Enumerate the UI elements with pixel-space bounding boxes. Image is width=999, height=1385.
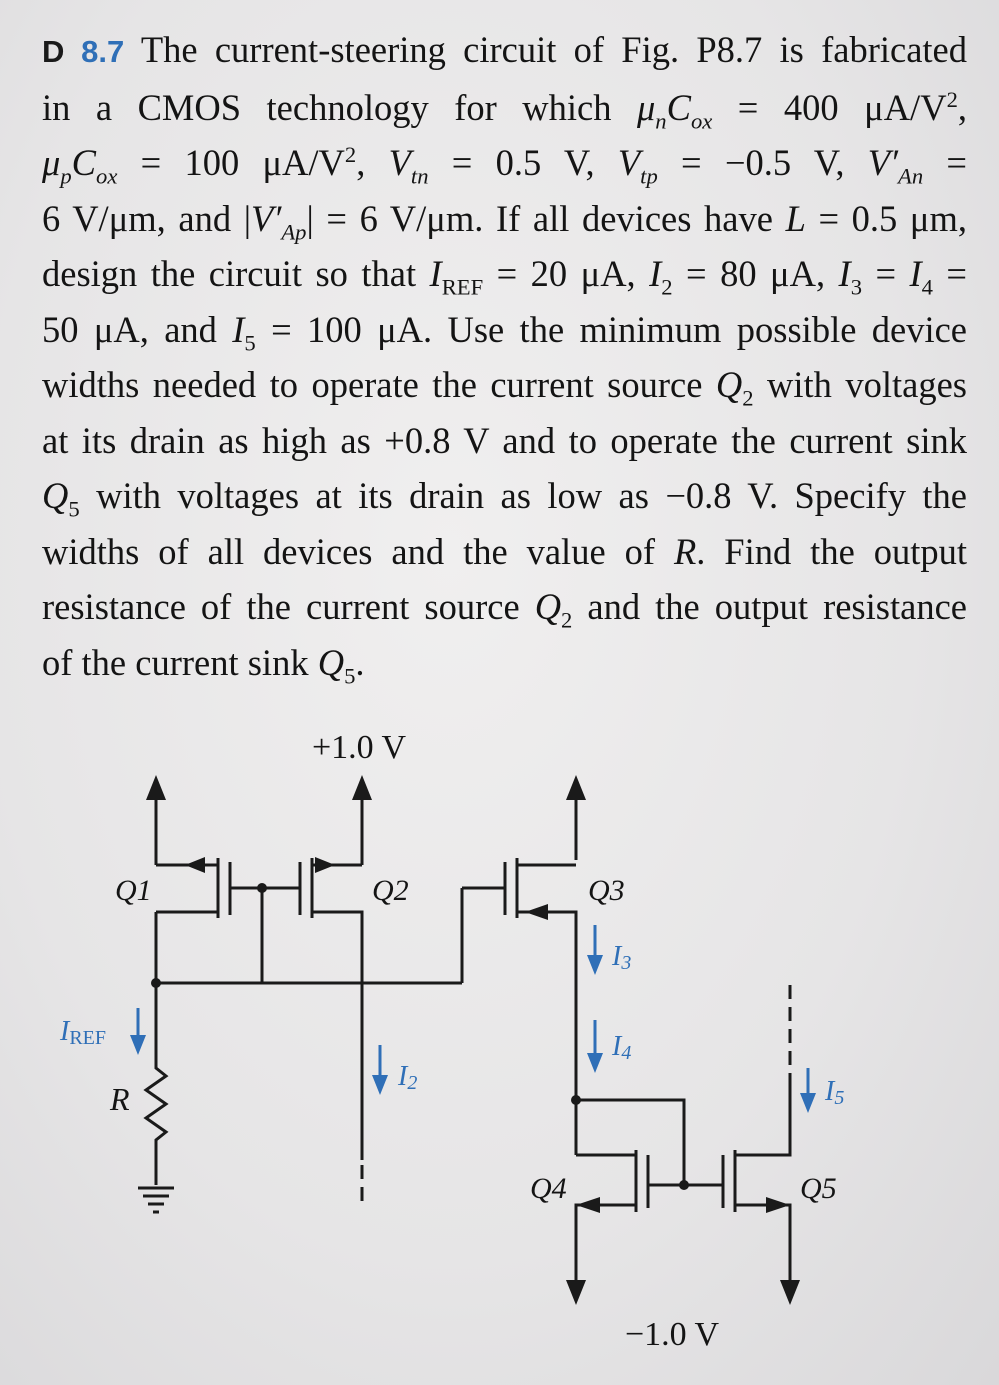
q4-gate-node [679,1180,689,1190]
transistor-q4 [574,1098,723,1285]
problem-line-3: μpCox = 100 μA/V2, Vtn = 0.5 V, Vtp = −0… [42,141,967,189]
vdd-arrow-q2 [352,775,372,865]
q3-label: Q3 [588,874,625,907]
problem-line-6: 50 μA, and I5 = 100 μA. Use the minimum … [42,308,967,355]
vdd-label: +1.0 V [312,729,407,766]
problem-line-10: widths of all devices and the value of R… [42,530,967,572]
i3-arrow [587,925,603,975]
problem-line-9: Q5 with voltages at its drain as low as … [42,475,967,522]
vdd-arrow-q3 [566,775,586,860]
r-label: R [109,1081,130,1117]
iref-arrow [130,1008,146,1055]
q4-drain-node [571,1095,581,1105]
transistor-q3 [503,858,578,1100]
q4-label: Q4 [530,1172,567,1205]
problem-text: D 8.7 The current-steering circuit of Fi… [42,22,967,690]
vss-label: −1.0 V [625,1316,720,1353]
i5-arrow [800,1068,816,1113]
i3-label: I3 [611,941,631,974]
q5-label: Q5 [800,1172,837,1205]
q2-label: Q2 [372,874,409,907]
problem-line-7: widths needed to operate the current sou… [42,364,968,411]
i4-arrow [587,1020,603,1073]
vdd-arrow-q1 [146,775,166,865]
transistor-q5 [721,1085,792,1285]
vss-arrow-q5 [780,1280,800,1305]
i4-label: I4 [611,1031,631,1064]
problem-line-11: resistance of the current source Q2 and … [42,586,967,633]
problem-line-4: 6 V/μm, and |V′Ap| = 6 V/μm. If all devi… [42,197,968,244]
transistor-q2 [298,857,364,1160]
problem-line-8: at its drain as high as +0.8 V and to op… [42,419,967,461]
transistor-q1 [156,857,300,918]
q1-drain-node [151,978,161,988]
gate-bus-wires [154,886,505,1005]
problem-number: D 8.7 [42,34,125,69]
iref-label: IREF [59,1016,106,1049]
problem-line-2: in a CMOS technology for which μnCox = 4… [42,86,967,133]
i5-label: I5 [824,1076,844,1109]
resistor-r [143,1005,169,1185]
q1-label: Q1 [115,874,152,907]
problem-line-12: of the current sink Q5. [42,641,365,688]
problem-line-5: design the circuit so that IREF = 20 μA,… [42,253,968,300]
i2-label: I2 [397,1061,417,1094]
ground-symbol [138,1186,174,1214]
vss-arrow-q4 [566,1280,586,1305]
problem-line-1: D 8.7 The current-steering circuit of Fi… [42,29,967,70]
i2-arrow [372,1045,388,1095]
